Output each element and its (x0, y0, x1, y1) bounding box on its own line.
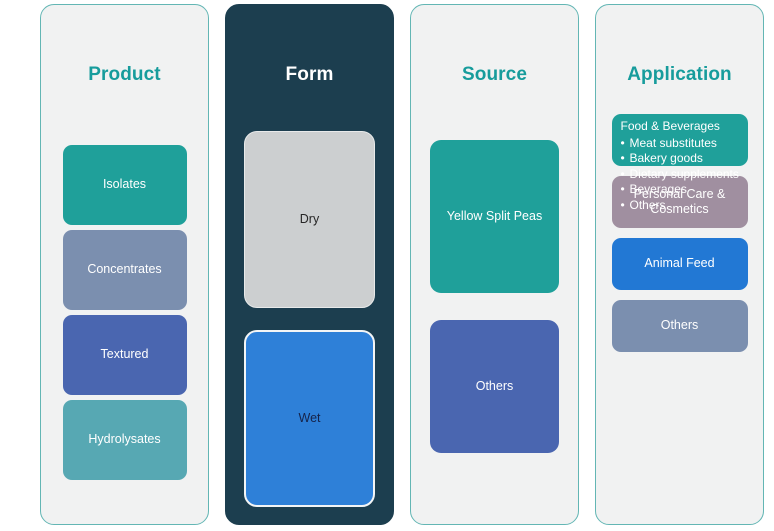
bullet-item: Dietary supplements (621, 167, 741, 183)
card-list-source: Yellow Split Peas Others (411, 84, 578, 524)
card-label: Textured (100, 347, 149, 362)
bullet-item: Meat substitutes (621, 136, 741, 152)
column-title-application: Application (627, 64, 732, 85)
card-label: Others (475, 378, 514, 393)
card-isolates[interactable]: Isolates (62, 145, 187, 225)
bullet-item: Others (621, 198, 741, 214)
card-label: Animal Feed (644, 256, 715, 271)
card-application-others[interactable]: Others (611, 300, 748, 352)
bullet-item: Beverages (621, 182, 741, 198)
column-title-form: Form (285, 64, 334, 85)
card-hydrolysates[interactable]: Hydrolysates (62, 400, 187, 480)
card-yellow-split-peas[interactable]: Yellow Split Peas (430, 140, 559, 293)
card-label: Hydrolysates (88, 432, 161, 447)
card-label: Wet (298, 410, 321, 425)
card-list-application: Food & Beverages Meat substitutes Bakery… (596, 84, 763, 524)
card-label: Food & Beverages (620, 119, 720, 133)
card-food-and-beverages[interactable]: Food & Beverages Meat substitutes Bakery… (611, 114, 748, 213)
card-label: Yellow Split Peas (446, 208, 543, 223)
card-label: Others (660, 318, 699, 333)
card-label: Isolates (102, 177, 147, 192)
card-textured[interactable]: Textured (62, 315, 187, 395)
card-concentrates[interactable]: Concentrates (62, 230, 187, 310)
card-label: Concentrates (87, 262, 162, 277)
card-list-product: Isolates Concentrates Textured Hydrolysa… (41, 84, 208, 524)
column-product: Product Isolates Concentrates Textured H… (40, 4, 209, 525)
card-wet[interactable]: Wet (244, 330, 375, 507)
column-application: Application Food & Beverages Meat substi… (595, 4, 764, 525)
column-title-source: Source (461, 64, 527, 85)
column-form: Form Dry Wet (225, 4, 394, 525)
card-list-form: Dry Wet (226, 84, 393, 524)
card-source-others[interactable]: Others (430, 320, 559, 453)
card-dry[interactable]: Dry (244, 131, 375, 308)
column-title-product: Product (88, 64, 161, 85)
card-label: Dry (299, 211, 320, 226)
bullet-item: Bakery goods (621, 151, 741, 167)
column-source: Source Yellow Split Peas Others (410, 4, 579, 525)
food-beverages-bullet-list: Meat substitutes Bakery goods Dietary su… (621, 136, 741, 214)
card-animal-feed[interactable]: Animal Feed (611, 238, 748, 290)
